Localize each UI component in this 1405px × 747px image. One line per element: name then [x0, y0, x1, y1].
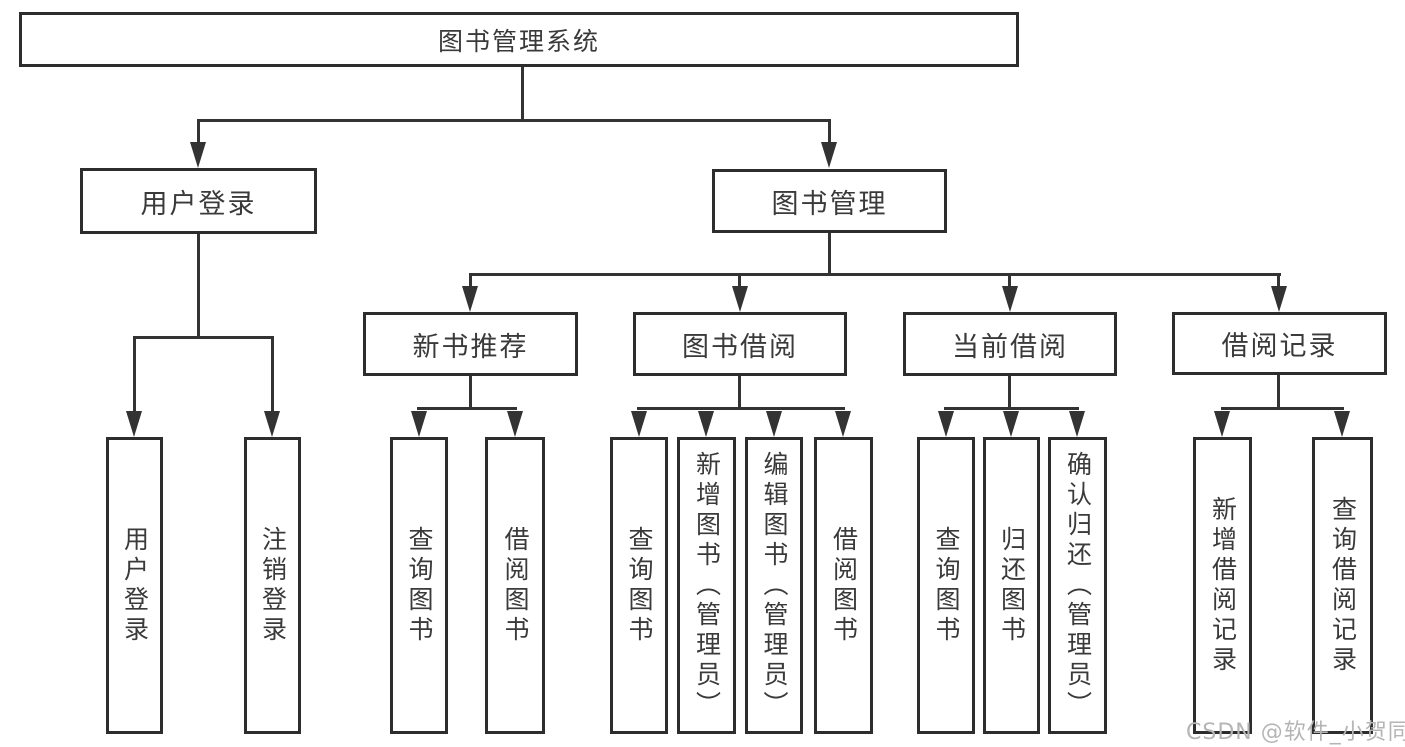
- leaf-logout: 注销登录: [244, 437, 301, 734]
- edge-recommend-stem: [469, 376, 472, 407]
- csdn-watermark: CSDN @软件_小贺同学: [1186, 720, 1405, 745]
- leaf-query-borrow-record: 查询借阅记录: [1312, 437, 1373, 734]
- arrow-down-icon: [766, 411, 782, 437]
- arrow-down-icon: [190, 142, 206, 168]
- edge-root-bar: [197, 119, 831, 122]
- edge-borrowing-stem: [738, 376, 741, 407]
- arrow-down-icon: [1002, 286, 1018, 312]
- edge-records-bar: [1221, 407, 1344, 410]
- edge-root-drop-left: [197, 122, 200, 146]
- arrow-down-icon: [698, 411, 714, 437]
- leaf-query-books-recommend-label: 查询图书: [405, 525, 434, 646]
- leaf-borrow-books-borrowing-label: 借阅图书: [829, 525, 859, 646]
- leaf-query-books-borrowing-label: 查询图书: [625, 525, 654, 646]
- leaf-user-login: 用户登录: [106, 437, 163, 734]
- arrow-down-icon: [1334, 411, 1350, 437]
- node-user-login: 用户登录: [80, 168, 317, 234]
- arrow-down-icon: [1003, 411, 1019, 437]
- edge-borrowing-bar: [637, 407, 845, 410]
- arrow-down-icon: [732, 286, 748, 312]
- leaf-edit-books-admin: 编辑图书（管理员）: [745, 437, 803, 734]
- edge-root-stem: [521, 67, 524, 122]
- node-current-borrowing: 当前借阅: [903, 312, 1117, 376]
- arrow-down-icon: [462, 286, 478, 312]
- arrow-down-icon: [126, 411, 142, 437]
- leaf-user-login-label: 用户登录: [120, 525, 150, 646]
- node-book-borrowing: 图书借阅: [633, 312, 847, 376]
- edge-current-stem: [1008, 376, 1011, 407]
- leaf-add-borrow-record-label: 新增借阅记录: [1208, 495, 1238, 676]
- edge-userlogin-stem: [197, 234, 200, 336]
- leaf-confirm-return-admin: 确认归还（管理员）: [1048, 437, 1107, 734]
- leaf-query-books-current: 查询图书: [917, 437, 975, 734]
- leaf-add-books-admin-label: 新增图书（管理员）: [692, 450, 722, 721]
- arrow-down-icon: [631, 411, 647, 437]
- node-root: 图书管理系统: [19, 12, 1019, 67]
- arrow-down-icon: [1214, 411, 1230, 437]
- leaf-edit-books-admin-label: 编辑图书（管理员）: [760, 450, 789, 721]
- arrow-down-icon: [1069, 411, 1085, 437]
- arrow-down-icon: [835, 411, 851, 437]
- edge-recommend-bar: [417, 407, 517, 410]
- edge-bookmgmt-stem: [828, 233, 831, 273]
- edge-userlogin-drop-left: [133, 339, 136, 413]
- leaf-add-borrow-record: 新增借阅记录: [1193, 437, 1252, 734]
- edge-bookmgmt-bar: [469, 273, 1281, 276]
- leaf-confirm-return-admin-label: 确认归还（管理员）: [1063, 450, 1093, 721]
- leaf-logout-label: 注销登录: [258, 525, 288, 646]
- edge-root-drop-right: [828, 122, 831, 146]
- edge-bookmgmt-drop-4: [1277, 276, 1280, 288]
- leaf-borrow-books-borrowing: 借阅图书: [814, 437, 873, 734]
- edge-userlogin-drop-right: [271, 339, 274, 413]
- leaf-query-books-recommend: 查询图书: [390, 437, 448, 734]
- arrow-down-icon: [507, 411, 523, 437]
- leaf-return-books: 归还图书: [983, 437, 1040, 734]
- edge-userlogin-bar: [133, 336, 274, 339]
- edge-bookmgmt-drop-2: [738, 276, 741, 288]
- edge-bookmgmt-drop-3: [1008, 276, 1011, 288]
- leaf-query-borrow-record-label: 查询借阅记录: [1328, 495, 1358, 676]
- arrow-down-icon: [938, 411, 954, 437]
- arrow-down-icon: [264, 411, 280, 437]
- leaf-add-books-admin: 新增图书（管理员）: [677, 437, 736, 734]
- node-book-management: 图书管理: [712, 169, 947, 233]
- edge-bookmgmt-drop-1: [469, 276, 472, 288]
- arrow-down-icon: [1271, 286, 1287, 312]
- leaf-query-books-current-label: 查询图书: [932, 525, 961, 646]
- leaf-borrow-books-recommend: 借阅图书: [485, 437, 545, 734]
- leaf-query-books-borrowing: 查询图书: [610, 437, 668, 734]
- node-borrowing-records: 借阅记录: [1172, 312, 1387, 375]
- edge-current-bar: [944, 407, 1079, 410]
- edge-records-stem: [1277, 375, 1280, 407]
- leaf-borrow-books-recommend-label: 借阅图书: [501, 525, 530, 646]
- node-new-book-recommend: 新书推荐: [363, 312, 578, 376]
- arrow-down-icon: [821, 142, 837, 168]
- leaf-return-books-label: 归还图书: [997, 525, 1027, 646]
- arrow-down-icon: [411, 411, 427, 437]
